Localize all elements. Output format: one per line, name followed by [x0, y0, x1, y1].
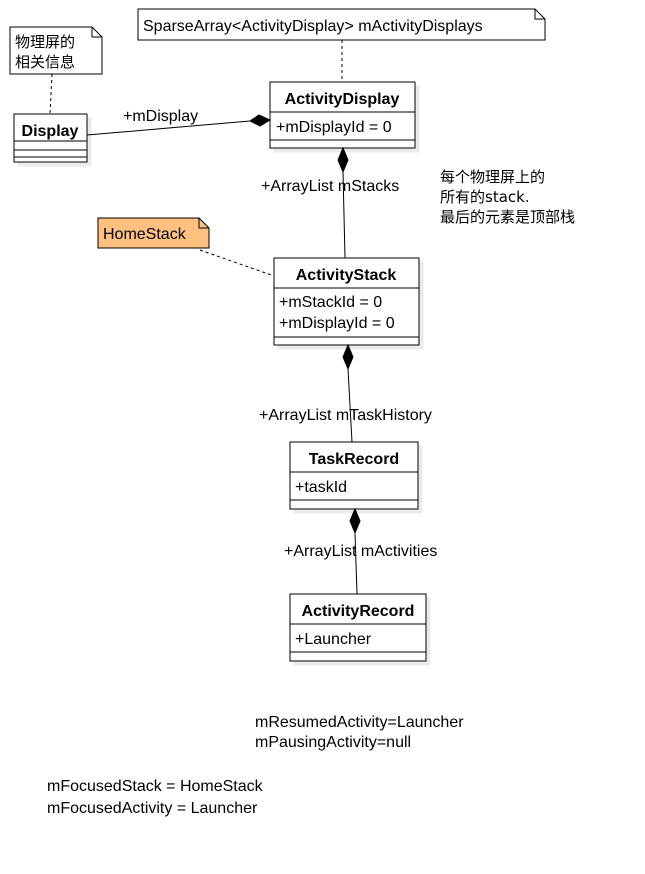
m-stacks-label: +ArrayList mStacks: [261, 178, 399, 195]
class-task-record-attr: +taskId: [295, 479, 347, 496]
home-stack-note-link: [199, 249, 275, 277]
pausing-activity-text: mPausingActivity=null: [255, 734, 411, 751]
class-activity-stack-attr-1: +mStackId = 0: [279, 294, 382, 311]
class-activity-display-attr: +mDisplayId = 0: [276, 119, 392, 136]
class-activity-stack[interactable]: [273, 257, 420, 346]
stacks-annotation-line1: 每个物理屏上的: [440, 168, 545, 186]
m-task-history-association: [342, 343, 354, 443]
class-task-record-name: TaskRecord: [309, 451, 399, 468]
class-activity-display[interactable]: [269, 81, 416, 149]
class-activity-display-name: ActivityDisplay: [285, 91, 400, 108]
stacks-annotation-line3: 最后的元素是顶部栈: [440, 208, 575, 226]
resumed-activity-text: mResumedActivity=Launcher: [255, 714, 464, 731]
m-stacks-association: [337, 146, 349, 259]
sparse-array-note: SparseArray<ActivityDisplay> mActivityDi…: [137, 8, 546, 41]
class-display-name: Display: [22, 123, 79, 140]
physical-screen-note-line2: 相关信息: [15, 53, 75, 71]
class-display[interactable]: [13, 113, 88, 163]
stacks-annotation-line2: 所有的stack.: [440, 188, 530, 206]
class-task-record[interactable]: [289, 441, 419, 510]
home-stack-note: HomeStack: [97, 217, 210, 249]
sparse-array-note-text: SparseArray<ActivityDisplay> mActivityDi…: [143, 18, 483, 35]
class-activity-stack-attr-2: +mDisplayId = 0: [279, 315, 395, 332]
m-display-label: +mDisplay: [123, 108, 198, 125]
class-activity-stack-name: ActivityStack: [296, 267, 397, 284]
physical-screen-note-link: [49, 73, 53, 115]
class-activity-record[interactable]: [289, 593, 427, 662]
m-activities-label: +ArrayList mActivities: [284, 543, 437, 560]
m-task-history-label: +ArrayList mTaskHistory: [259, 407, 432, 424]
class-activity-record-name: ActivityRecord: [302, 603, 415, 620]
focused-stack-text: mFocusedStack = HomeStack: [47, 778, 264, 795]
focused-activity-text: mFocusedActivity = Launcher: [47, 800, 258, 817]
home-stack-note-text: HomeStack: [103, 226, 187, 243]
m-display-association: [86, 114, 272, 136]
m-activities-association: [349, 507, 361, 595]
class-activity-record-attr: +Launcher: [295, 631, 372, 648]
physical-screen-note-line1: 物理屏的: [15, 33, 75, 51]
physical-screen-note: 物理屏的 相关信息: [9, 26, 103, 75]
